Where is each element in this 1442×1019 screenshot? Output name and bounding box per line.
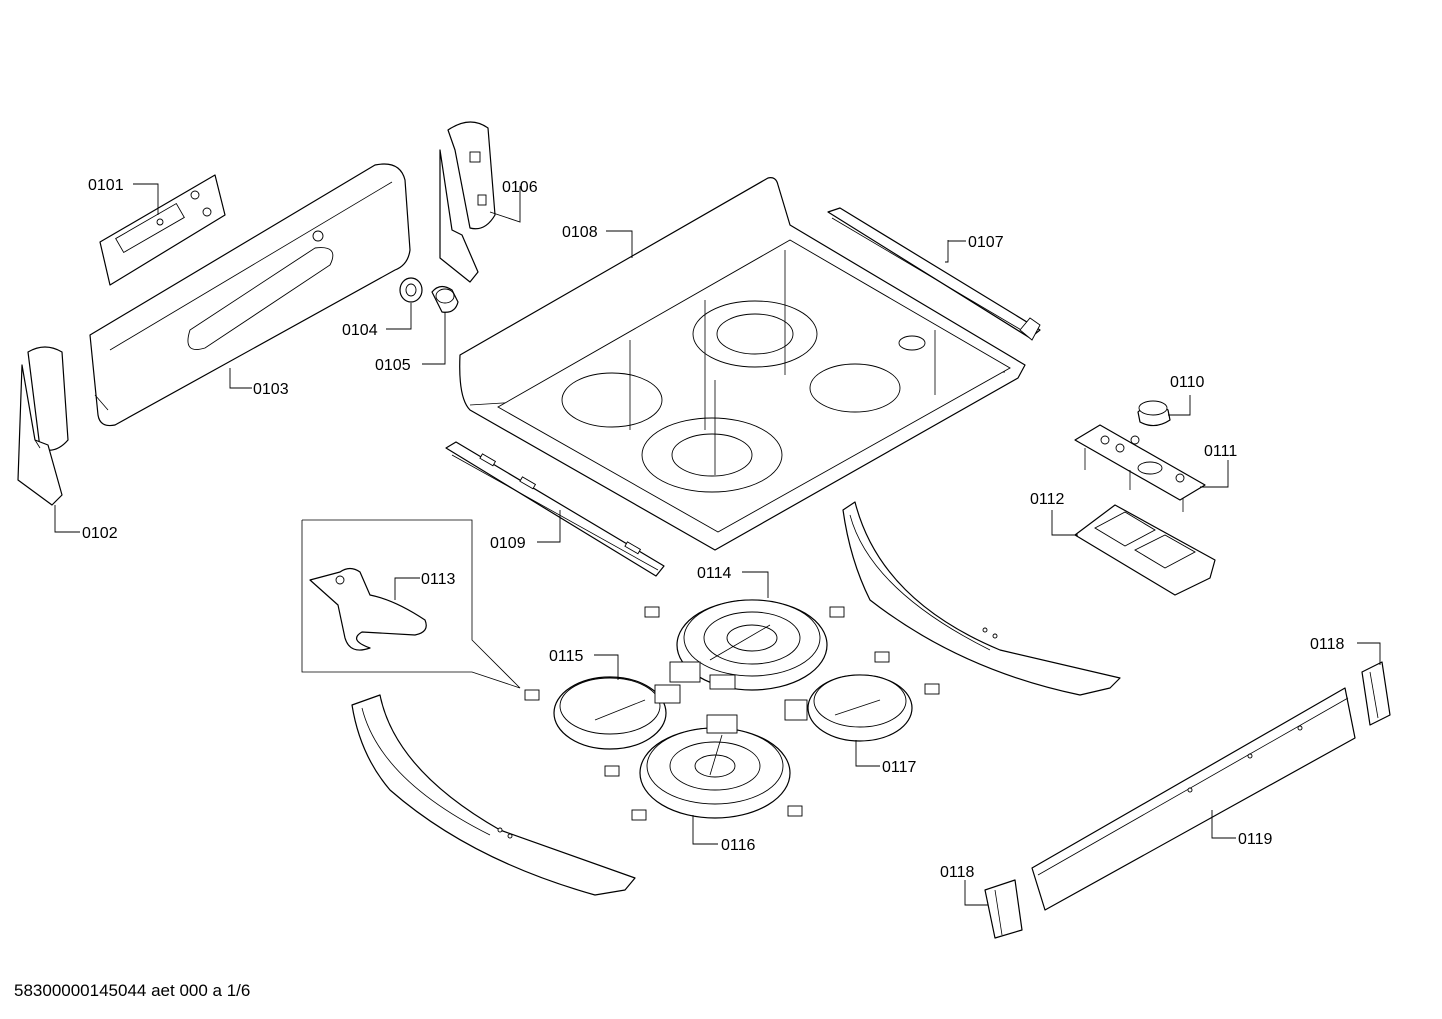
label-0103: 0103 — [253, 381, 289, 398]
part-0119-front-strip — [1031, 687, 1356, 911]
leader-0107 — [945, 240, 949, 263]
leader-0115 — [594, 654, 619, 680]
label-0102: 0102 — [82, 525, 118, 542]
leader-0118a — [1357, 642, 1381, 665]
element-clips — [524, 606, 940, 821]
leader-0118b — [964, 880, 988, 906]
leader-0108 — [606, 230, 633, 258]
part-0115-heating-element — [553, 676, 681, 750]
leader-0114 — [742, 571, 769, 598]
left-support-bracket — [351, 694, 636, 896]
part-0106-right-endcap — [439, 121, 496, 283]
label-0107: 0107 — [968, 234, 1004, 251]
leader-0103 — [229, 368, 252, 389]
part-0111-pcb — [1074, 424, 1206, 512]
label-0119: 0119 — [1238, 831, 1273, 848]
part-0101-pcb — [99, 174, 226, 286]
part-0112-bracket — [1074, 504, 1216, 596]
label-0113: 0113 — [421, 571, 456, 588]
leader-0113 — [394, 577, 420, 600]
label-0105: 0105 — [375, 357, 411, 374]
leader-0117 — [855, 740, 880, 767]
part-0116-heating-element — [639, 714, 791, 819]
part-0110-knob — [1137, 400, 1171, 427]
label-0118-top: 0118 — [1310, 636, 1345, 653]
label-0110: 0110 — [1170, 374, 1205, 391]
label-0101: 0101 — [88, 177, 124, 194]
leader-0101 — [133, 183, 159, 215]
label-0117: 0117 — [882, 759, 917, 776]
label-0111: 0111 — [1204, 443, 1237, 460]
leader-0106 — [489, 186, 521, 223]
label-0116: 0116 — [721, 837, 756, 854]
label-0109: 0109 — [490, 535, 526, 552]
part-0105-knob — [431, 285, 459, 313]
leader-0102 — [54, 505, 80, 533]
leader-0111 — [1200, 460, 1229, 488]
leader-0104 — [386, 303, 412, 330]
right-support-bracket — [842, 501, 1121, 696]
part-0103-control-panel — [89, 163, 411, 427]
document-footer-code: 58300000145044 aet 000 a 1/6 — [14, 981, 251, 1000]
leader-0109 — [537, 510, 561, 543]
label-0115: 0115 — [549, 648, 584, 665]
part-0104-knob-ring — [399, 277, 423, 303]
part-0108-cooktop — [459, 177, 1026, 551]
inset-0113 — [301, 519, 521, 689]
part-0117-heating-element — [784, 674, 913, 742]
label-0118-bottom: 0118 — [940, 864, 975, 881]
part-0109-front-rail — [445, 441, 665, 577]
part-0102-left-endcap — [17, 346, 69, 506]
leader-0116 — [692, 815, 718, 845]
part-0118-endcap-top — [1361, 661, 1391, 726]
part-0118-endcap-bottom — [984, 879, 1023, 939]
label-0108: 0108 — [562, 224, 598, 241]
leader-0110 — [1168, 395, 1191, 416]
leader-0112 — [1051, 510, 1078, 536]
label-0112: 0112 — [1030, 491, 1065, 508]
part-0107-rear-rail — [827, 207, 1041, 341]
label-0104: 0104 — [342, 322, 378, 339]
leader-0105 — [422, 312, 446, 365]
leader-0119 — [1211, 810, 1236, 839]
label-0106: 0106 — [502, 179, 538, 196]
label-0114: 0114 — [697, 565, 732, 582]
part-0114-heating-element — [669, 599, 828, 691]
